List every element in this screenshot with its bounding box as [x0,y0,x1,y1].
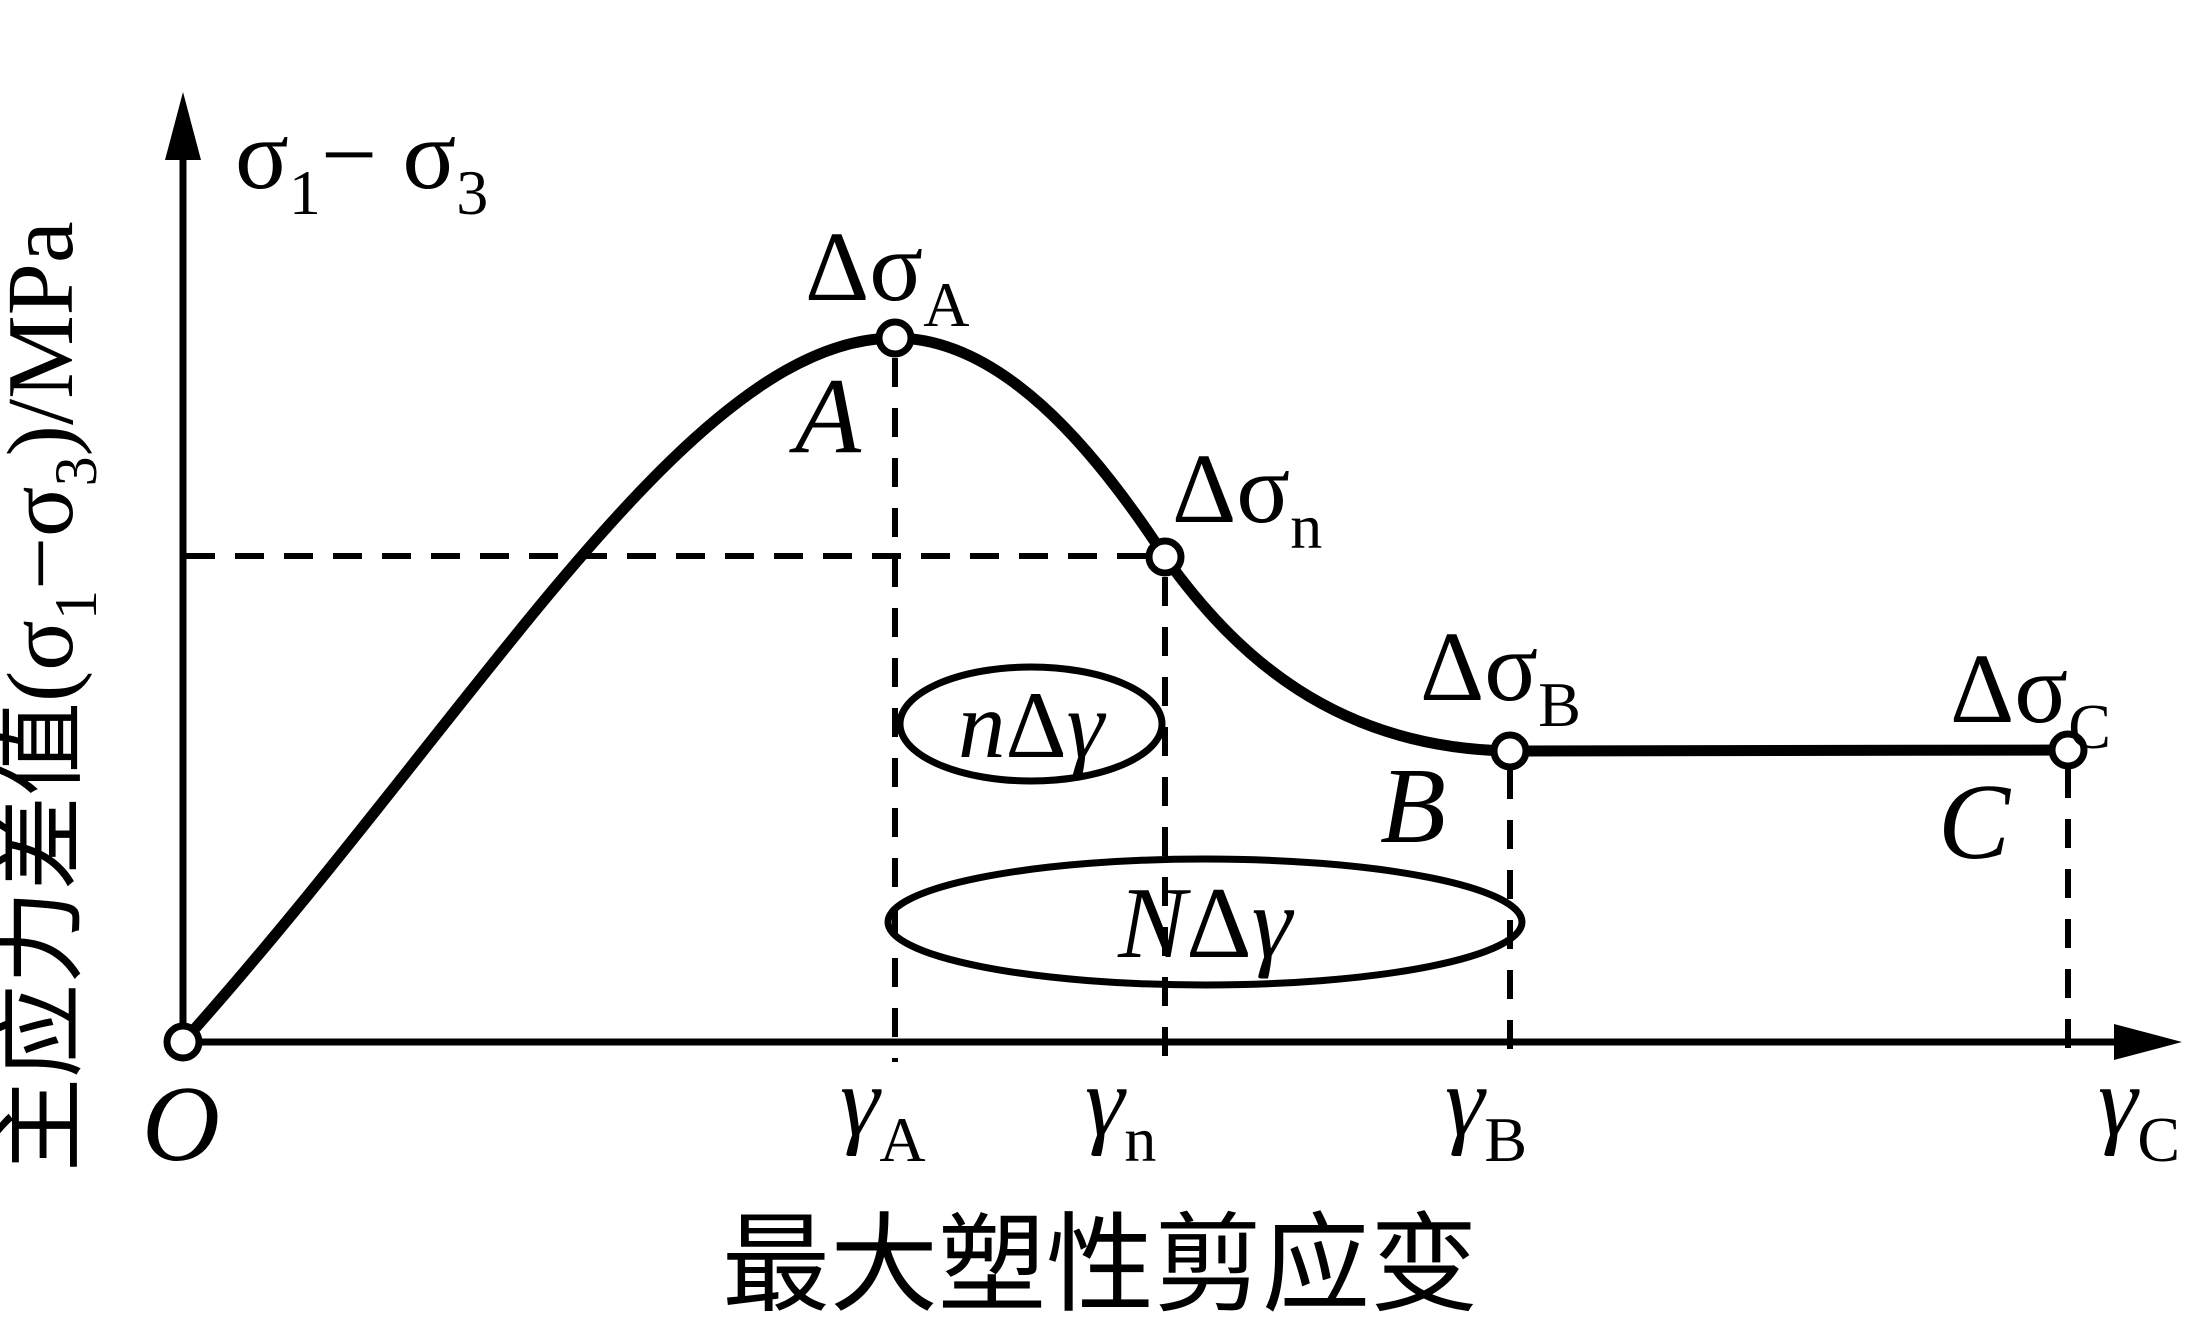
delta-sigma-b-label: ΔσB [1420,611,1581,740]
x-tick-gamma-b: γB [1445,1046,1527,1175]
large-ellipse-N-delta-gamma [884,855,1526,989]
x-axis-arrowhead-icon [2114,1024,2182,1060]
point-b-label: B [1380,747,1446,866]
x-tick-gamma-c: γC [2098,1046,2180,1175]
x-tick-gamma-a: γA [840,1046,926,1175]
large-ellipse-label: NΔγ [1117,867,1295,980]
point-marker-n [1145,537,1185,577]
y-axis-label: 主应力差值(σ1−σ3)/MPa [0,221,109,1172]
small-ellipse-n-delta-gamma [896,663,1166,785]
x-axis-label: 最大塑性剪应变 [722,1207,1478,1326]
y-axis-top-label: σ1− σ3 [235,99,488,228]
delta-sigma-a-label: ΔσA [805,211,969,340]
stress-strain-curve [177,332,2074,1048]
delta-sigma-n-label: Δσn [1172,433,1322,562]
point-marker-a [875,318,915,358]
point-marker-b [1490,731,1530,771]
point-c-label: C [1938,763,2012,882]
y-axis-arrowhead-icon [165,92,201,160]
delta-sigma-c-label: ΔσC [1950,633,2111,762]
x-tick-gamma-n: γn [1085,1046,1156,1175]
origin-label: O [142,1065,220,1184]
small-ellipse-label: nΔγ [958,672,1107,778]
point-marker-origin [163,1022,203,1062]
point-a-label: A [789,357,862,476]
point-marker-c [2048,730,2088,770]
